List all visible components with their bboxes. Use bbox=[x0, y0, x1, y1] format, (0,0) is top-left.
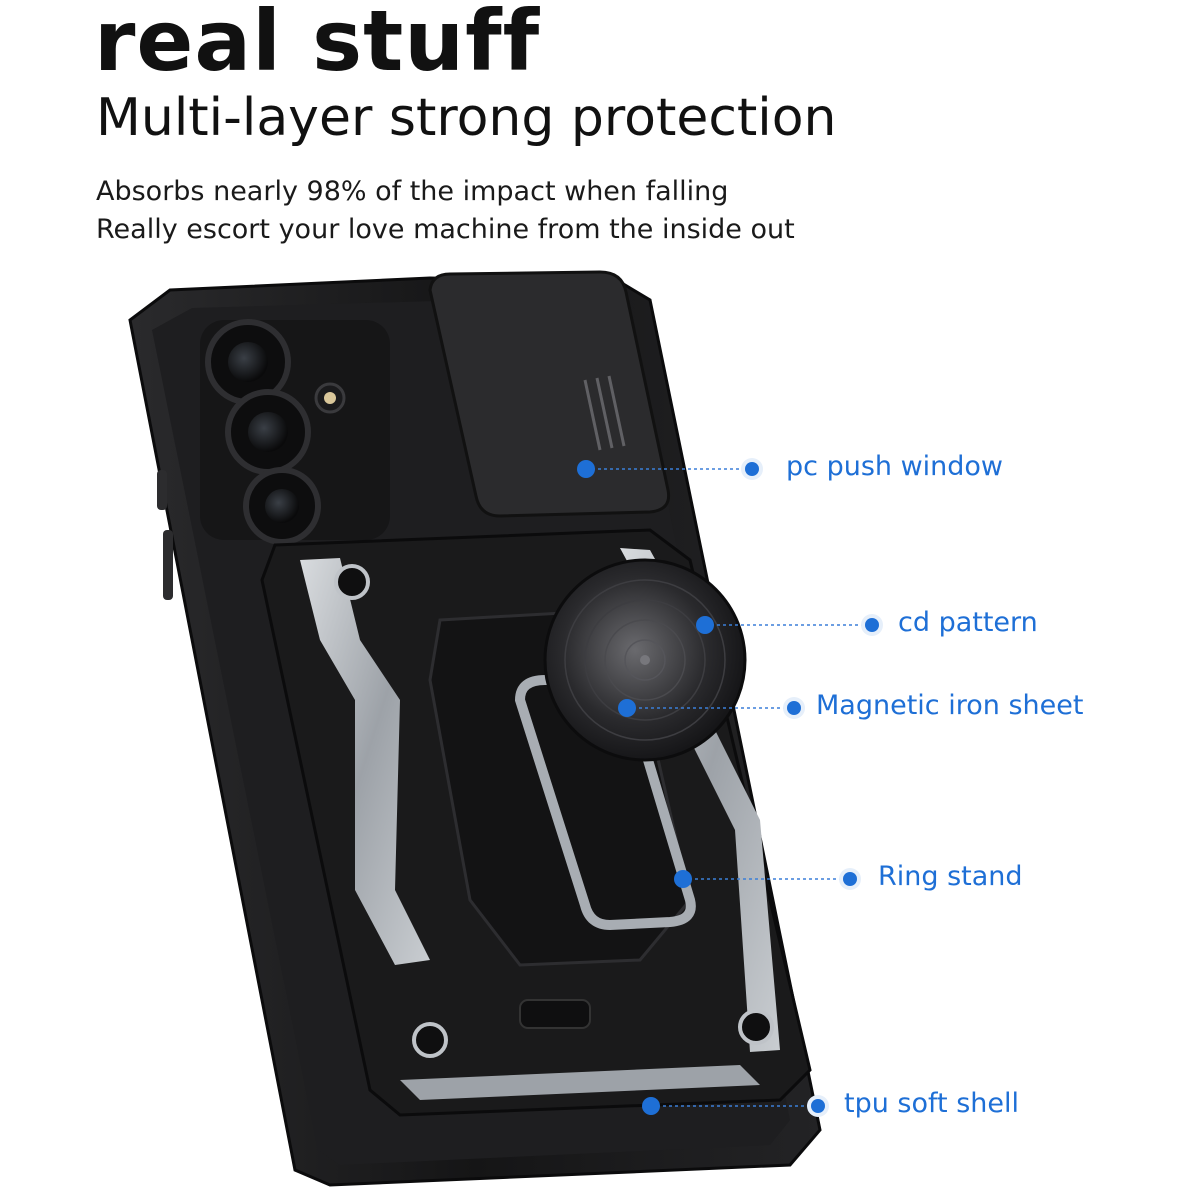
cd-pattern-disc bbox=[543, 558, 747, 762]
subheadline: Multi-layer strong protection bbox=[96, 88, 837, 148]
description-line-1: Absorbs nearly 98% of the impact when fa… bbox=[96, 176, 729, 207]
callout-ring-stand: Ring stand bbox=[878, 861, 1023, 892]
headline: real stuff bbox=[94, 0, 541, 90]
pc-push-window bbox=[428, 270, 671, 518]
callout-leaders bbox=[586, 468, 872, 1107]
description-line-2: Really escort your love machine from the… bbox=[96, 214, 795, 245]
callout-dots bbox=[577, 458, 883, 1117]
callout-magnetic-iron-sheet: Magnetic iron sheet bbox=[816, 690, 1084, 721]
callout-tpu-soft-shell: tpu soft shell bbox=[844, 1088, 1019, 1119]
callout-pc-push-window: pc push window bbox=[786, 451, 1004, 482]
callout-cd-pattern: cd pattern bbox=[898, 607, 1038, 638]
camera-module bbox=[200, 319, 390, 545]
